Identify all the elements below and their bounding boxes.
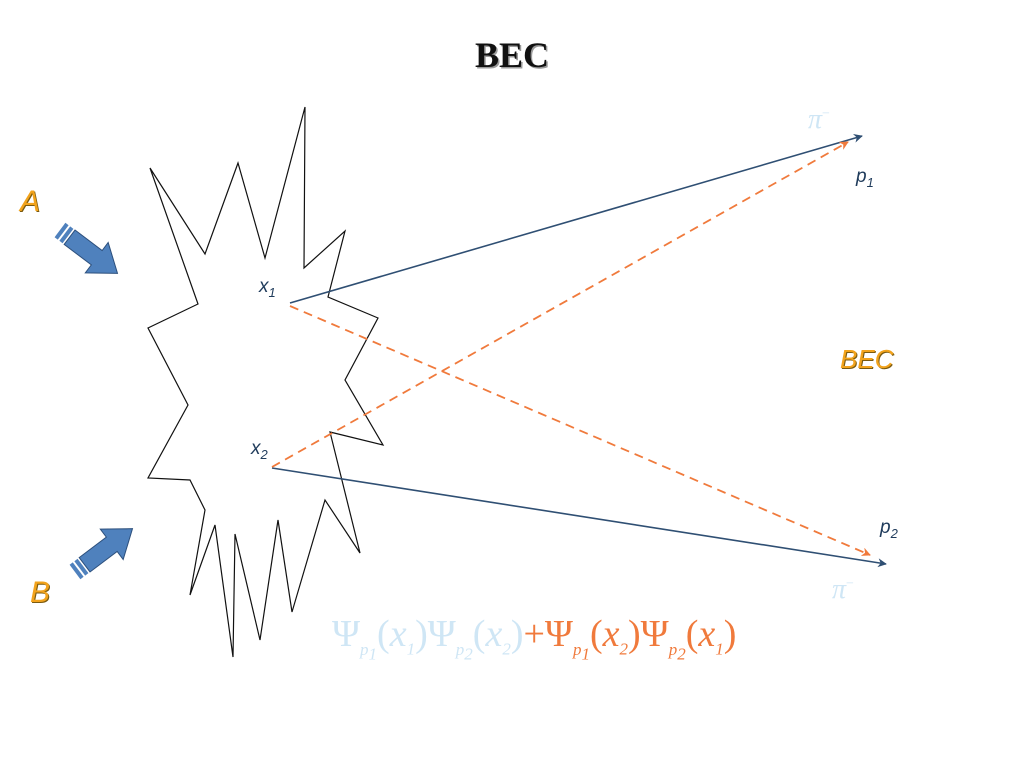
momentum-p1-sub: 1 — [866, 174, 874, 190]
momentum-p2-base: p — [880, 517, 891, 538]
point-x2-base: x — [251, 438, 261, 459]
bec-label: BEC — [840, 344, 894, 374]
pion-top-charge: − — [822, 106, 830, 122]
point-x2-sub: 2 — [260, 446, 268, 462]
pion-bottom-base: π — [832, 574, 847, 605]
point-x1-base: x — [259, 276, 269, 297]
momentum-p2-sub: 2 — [890, 525, 898, 541]
path-x1-p2-exchange — [289, 305, 871, 556]
momentum-p2-label: p2 — [880, 517, 898, 541]
pion-top-base: π — [808, 104, 823, 135]
path-x2-p2 — [271, 467, 887, 568]
path-x1-p1 — [289, 133, 863, 304]
collision-burst — [147, 106, 385, 658]
point-x1-sub: 1 — [268, 284, 276, 300]
beam-label-b: B — [30, 576, 51, 609]
beam-arrow-b — [69, 528, 134, 580]
pion-label-bottom: π− — [832, 574, 854, 606]
momentum-p1-label: p1 — [856, 166, 874, 190]
momentum-p1-base: p — [856, 166, 867, 187]
formula-direct-term: Ψp1(x1)Ψp2(x2) — [332, 613, 524, 663]
path-x2-p1-exchange — [271, 141, 849, 468]
point-x1-label: x1 — [259, 276, 276, 300]
pion-label-top: π− — [808, 104, 830, 136]
slide-title: BEC — [474, 35, 550, 75]
beam-arrow-a — [54, 222, 119, 274]
formula-exchange-term: +Ψp1(x2)Ψp2(x1) — [523, 613, 737, 663]
wavefunction-formula: Ψp1(x1)Ψp2(x2)+Ψp1(x2)Ψp2(x1) — [332, 612, 736, 664]
beam-label-a: A — [20, 185, 41, 218]
pion-bottom-charge: − — [846, 576, 854, 592]
point-x2-label: x2 — [251, 438, 268, 462]
